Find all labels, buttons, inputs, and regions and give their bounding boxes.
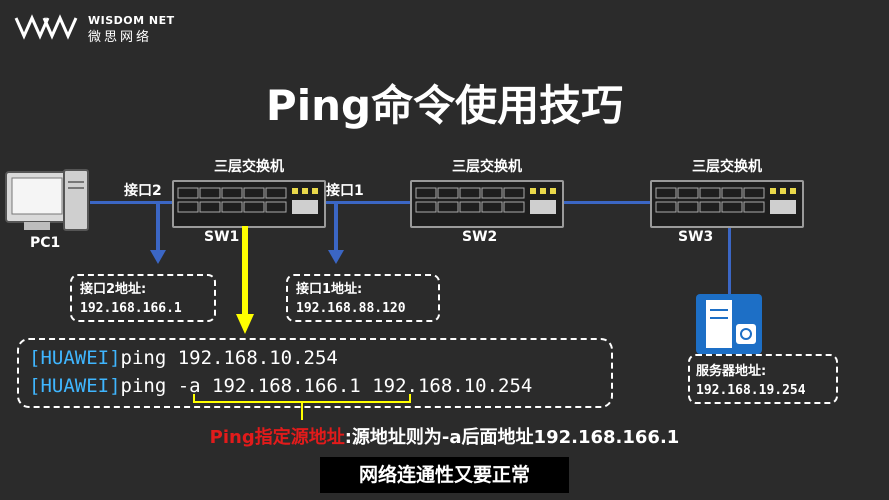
command-box: [HUAWEI]ping 192.168.10.254 [HUAWEI]ping… bbox=[17, 338, 613, 408]
address-label-server: 服务器地址: bbox=[696, 364, 767, 379]
command-text: ping 192.168.10.254 bbox=[120, 347, 338, 369]
page-title: Ping命令使用技巧 bbox=[265, 81, 624, 130]
switch-label-sw3: 三层交换机 bbox=[692, 159, 762, 175]
arrow-source-icon bbox=[236, 226, 254, 334]
option-bracket-icon bbox=[193, 394, 411, 420]
switch-name-sw3: SW3 bbox=[678, 229, 714, 245]
arrow-port2-icon bbox=[150, 204, 166, 264]
brand-name-en: WISDOM NET bbox=[88, 14, 175, 27]
command-line-2: [HUAWEI]ping -a 192.168.166.1 192.168.10… bbox=[29, 372, 611, 400]
port-label-2: 接口2 bbox=[124, 183, 162, 199]
command-text: ping bbox=[120, 375, 178, 397]
subtitle-caption: 网络连通性又要正常 bbox=[320, 457, 569, 493]
switch-name-sw2: SW2 bbox=[462, 229, 498, 245]
address-label-port1: 接口1地址: bbox=[296, 282, 363, 297]
port-label-1: 接口1 bbox=[326, 183, 364, 199]
server-icon bbox=[696, 294, 762, 354]
switch-ports-icon bbox=[415, 187, 556, 214]
explanation-text: Ping指定源地址:源地址则为-a后面地址192.168.166.1 bbox=[0, 423, 889, 449]
command-prompt: [HUAWEI] bbox=[29, 347, 121, 369]
link-sw1-sw2 bbox=[324, 201, 412, 204]
command-prompt: [HUAWEI] bbox=[29, 375, 121, 397]
link-pc-sw1 bbox=[90, 201, 174, 204]
switch-label-sw2: 三层交换机 bbox=[452, 159, 522, 175]
switch-sw3 bbox=[650, 180, 804, 228]
address-box-port1: 接口1地址: 192.168.88.120 bbox=[286, 274, 440, 322]
pc-name: PC1 bbox=[30, 235, 61, 251]
arrow-port1-icon bbox=[328, 204, 344, 264]
link-sw3-server bbox=[728, 225, 731, 297]
switch-ports-icon bbox=[177, 187, 318, 214]
switch-name-sw1: SW1 bbox=[204, 229, 240, 245]
address-box-port2: 接口2地址: 192.168.166.1 bbox=[70, 274, 216, 322]
explanation-white: :源地址则为-a后面地址192.168.166.1 bbox=[344, 427, 680, 448]
switch-label-sw1: 三层交换机 bbox=[214, 159, 284, 175]
address-box-server: 服务器地址: 192.168.19.254 bbox=[688, 354, 838, 404]
address-ip-port1: 192.168.88.120 bbox=[296, 301, 406, 316]
link-sw2-sw3 bbox=[562, 201, 652, 204]
explanation-red: Ping指定源地址 bbox=[209, 427, 345, 448]
wisdom-net-logo-icon bbox=[14, 14, 78, 40]
address-label-port2: 接口2地址: bbox=[80, 282, 147, 297]
brand-name-cn: 微思网络 bbox=[88, 30, 153, 45]
switch-ports-icon bbox=[655, 187, 796, 214]
command-text: 192.168.10.254 bbox=[360, 375, 533, 397]
pc-icon bbox=[5, 169, 89, 231]
command-option: -a 192.168.166.1 bbox=[177, 375, 361, 397]
command-line-1: [HUAWEI]ping 192.168.10.254 bbox=[29, 344, 611, 372]
switch-sw1 bbox=[172, 180, 326, 228]
address-ip-server: 192.168.19.254 bbox=[696, 383, 806, 398]
address-ip-port2: 192.168.166.1 bbox=[80, 301, 182, 316]
switch-sw2 bbox=[410, 180, 564, 228]
